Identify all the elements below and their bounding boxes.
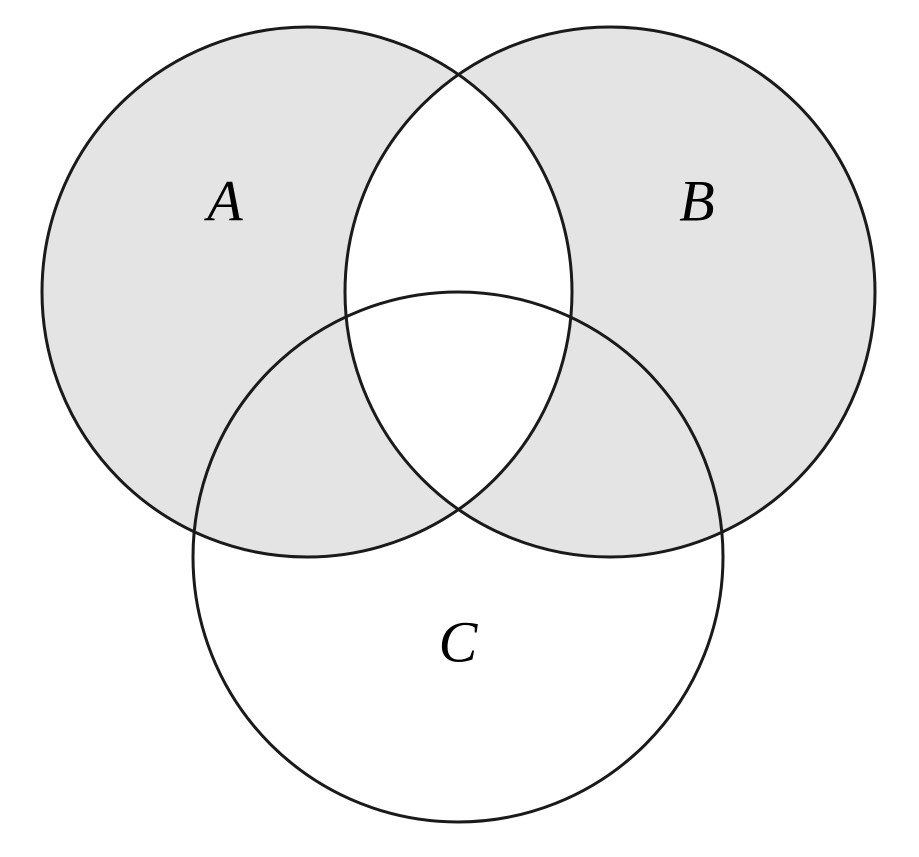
set-label-c: C [439,609,479,674]
circle-c-outline [191,290,725,824]
circle-a-outline [40,25,574,559]
set-label-b: B [679,168,714,233]
circle-b-outline [343,25,877,559]
set-label-a: A [203,168,243,233]
